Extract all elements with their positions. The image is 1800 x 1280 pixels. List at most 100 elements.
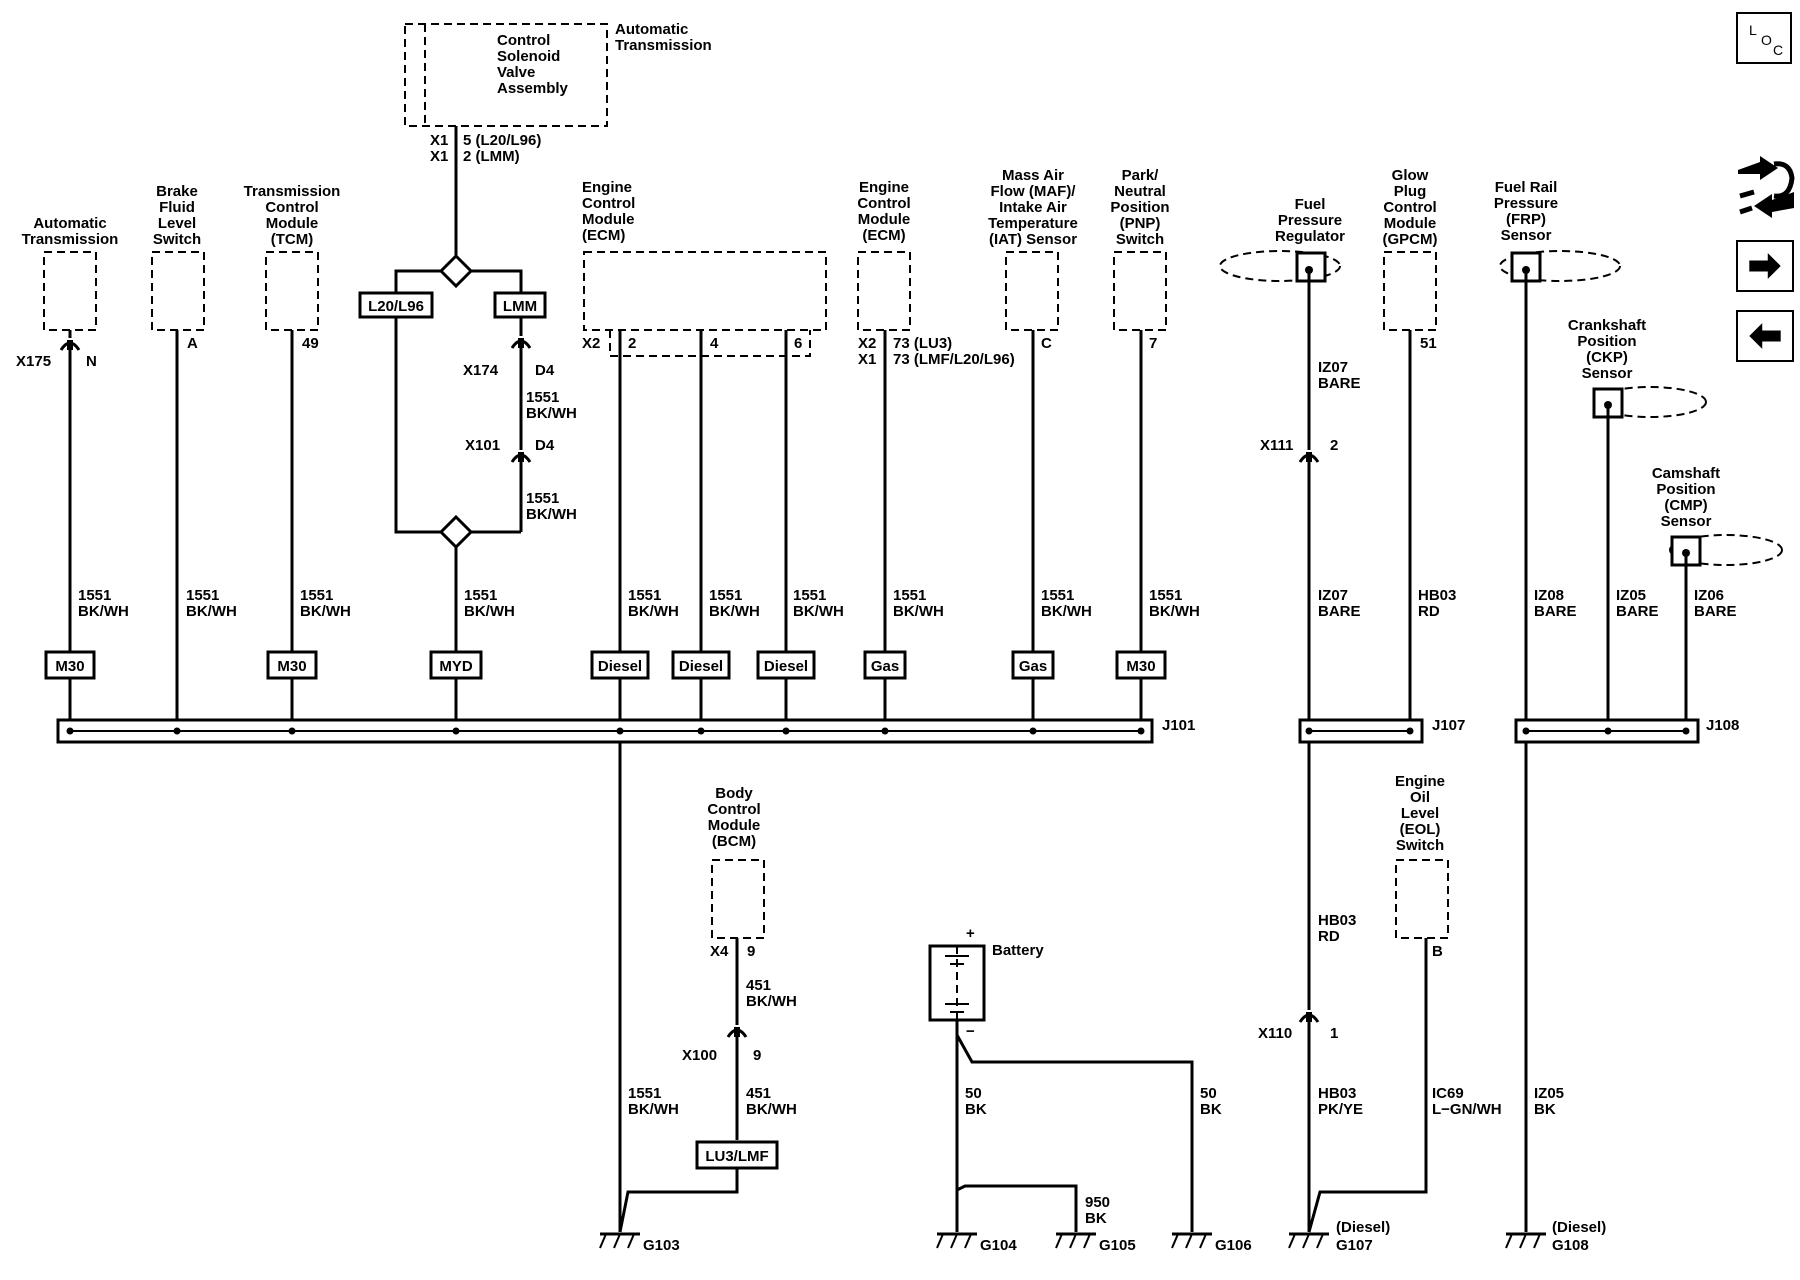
module-ecm2[interactable]: [857, 251, 911, 331]
pnp-label-3: Position: [1110, 199, 1169, 216]
ecm1-label-3: Module: [582, 211, 635, 228]
csva-label-1: Control: [497, 32, 550, 49]
svg-text:BK/WH: BK/WH: [464, 603, 515, 620]
frp-label-4: Sensor: [1501, 227, 1552, 244]
arrow-right-icon[interactable]: [1736, 240, 1794, 292]
svg-text:BK/WH: BK/WH: [1149, 603, 1200, 620]
svg-text:Diesel: Diesel: [764, 658, 808, 675]
csva-x1b: X1: [430, 148, 448, 165]
fpr-label-1: Fuel: [1295, 196, 1326, 213]
x100-pin: 9: [753, 1047, 761, 1064]
csva-label-3: Valve: [497, 64, 535, 81]
wire-iz06: IZ06: [1694, 587, 1724, 604]
brake-label-3: Level: [158, 215, 196, 232]
module-auto-trans-left[interactable]: [43, 251, 97, 331]
loc-letter-o: O: [1761, 32, 1772, 48]
wire-bare-b: BARE: [1318, 603, 1361, 620]
wire-bkwh-451b: BK/WH: [746, 1101, 797, 1118]
brake-label-1: Brake: [156, 183, 198, 200]
svg-text:1551: 1551: [1041, 587, 1074, 604]
frp-label-2: Pressure: [1494, 195, 1558, 212]
module-gpcm[interactable]: [1383, 251, 1437, 331]
csva-x1a: X1: [430, 132, 448, 149]
x111-label: X111: [1260, 437, 1293, 454]
wire-bare-a: BARE: [1318, 375, 1361, 392]
control-solenoid-valve-assembly[interactable]: Control Solenoid Valve Assembly: [404, 23, 608, 127]
auto-trans-top-label-1: Automatic: [615, 21, 688, 38]
module-bcm[interactable]: [711, 859, 765, 939]
svg-text:Gas: Gas: [871, 658, 899, 675]
auto-trans-top-label-2: Transmission: [615, 37, 712, 54]
x175-label: X175: [16, 353, 51, 370]
svg-text:Diesel: Diesel: [679, 658, 723, 675]
tcm-label-3: Module: [266, 215, 319, 232]
ground-g103-icon: [599, 1232, 640, 1249]
ecm1-p6: 6: [794, 335, 802, 352]
wire-l20-branch[interactable]: [394, 269, 441, 534]
svg-text:1551: 1551: [793, 587, 826, 604]
ground-g104-icon: [936, 1232, 977, 1249]
ground-g107-icon: [1288, 1232, 1329, 1249]
cmp-label-3: (CMP): [1664, 497, 1707, 514]
ground-g107: G107: [1336, 1237, 1373, 1254]
ckp-label-4: Sensor: [1582, 365, 1633, 382]
bcm-label-3: Module: [708, 817, 761, 834]
bcm-label-2: Control: [707, 801, 760, 818]
option-lu3lmf-box: [695, 1140, 779, 1170]
loc-letter-l: L: [1749, 22, 1757, 38]
pnp-label-2: Neutral: [1114, 183, 1166, 200]
module-tcm[interactable]: [265, 251, 319, 331]
ecm1-x2: X2: [582, 335, 600, 352]
module-pnp[interactable]: [1113, 251, 1167, 331]
wire-bkwh-ecm-down: BK/WH: [628, 1101, 679, 1118]
cmp-label-4: Sensor: [1661, 513, 1712, 530]
wire-50-b: 50: [1200, 1085, 1217, 1102]
wire-hb03-c: HB03: [1318, 1085, 1356, 1102]
ecm2-label-2: Control: [857, 195, 910, 212]
arrow-left-icon[interactable]: [1736, 310, 1794, 362]
wire-bk-a: BK: [965, 1101, 987, 1118]
bcm-pin: 9: [747, 943, 755, 960]
eol-label-1: Engine: [1395, 773, 1445, 790]
wire-bkwh-a: BK/WH: [526, 405, 577, 422]
module-maf[interactable]: [1005, 251, 1059, 331]
loc-icon[interactable]: L O C: [1736, 12, 1792, 64]
svg-text:BK/WH: BK/WH: [628, 603, 679, 620]
wire-451-a: 451: [746, 977, 771, 994]
splice-diamond-top: [438, 253, 474, 289]
option-lmm: LMM: [503, 298, 537, 315]
wire-bare-iz05: BARE: [1616, 603, 1659, 620]
svg-text:1551: 1551: [893, 587, 926, 604]
svg-text:Diesel: Diesel: [598, 658, 642, 675]
module-eol[interactable]: [1395, 859, 1449, 939]
x101-label: X101: [465, 437, 500, 454]
ecm2-label-1: Engine: [859, 179, 909, 196]
svg-text:1551: 1551: [628, 587, 661, 604]
maf-label-5: (IAT) Sensor: [989, 231, 1077, 248]
svg-text:Gas: Gas: [1019, 658, 1047, 675]
module-brake-switch[interactable]: [151, 251, 205, 331]
bcm-label-1: Body: [715, 785, 753, 802]
svg-text:BK/WH: BK/WH: [1041, 603, 1092, 620]
battery-label: Battery: [992, 942, 1044, 959]
battery-plus: +: [966, 925, 975, 942]
wire-1551-a: 1551: [526, 389, 559, 406]
wire-bare-iz08: BARE: [1534, 603, 1577, 620]
svg-text:BK/WH: BK/WH: [893, 603, 944, 620]
option-l20l96-box: [358, 291, 434, 319]
brake-label-2: Fluid: [159, 199, 195, 216]
pnp-label-1: Park/: [1122, 167, 1160, 184]
ecm1-label-4: (ECM): [582, 227, 625, 244]
schematic-network-icon[interactable]: [1734, 152, 1798, 230]
wire-1551-ecm-down: 1551: [628, 1085, 661, 1102]
battery-icon[interactable]: [928, 944, 986, 1022]
eol-label-5: Switch: [1396, 837, 1444, 854]
ground-g108-icon: [1505, 1232, 1546, 1249]
x174-label: X174: [463, 362, 499, 379]
module-ecm1[interactable]: [583, 251, 827, 331]
csva-pin1: 5 (L20/L96): [463, 132, 541, 149]
ground-g106: G106: [1215, 1237, 1252, 1254]
maf-label-1: Mass Air: [1002, 167, 1064, 184]
g108-diesel: (Diesel): [1552, 1219, 1606, 1236]
